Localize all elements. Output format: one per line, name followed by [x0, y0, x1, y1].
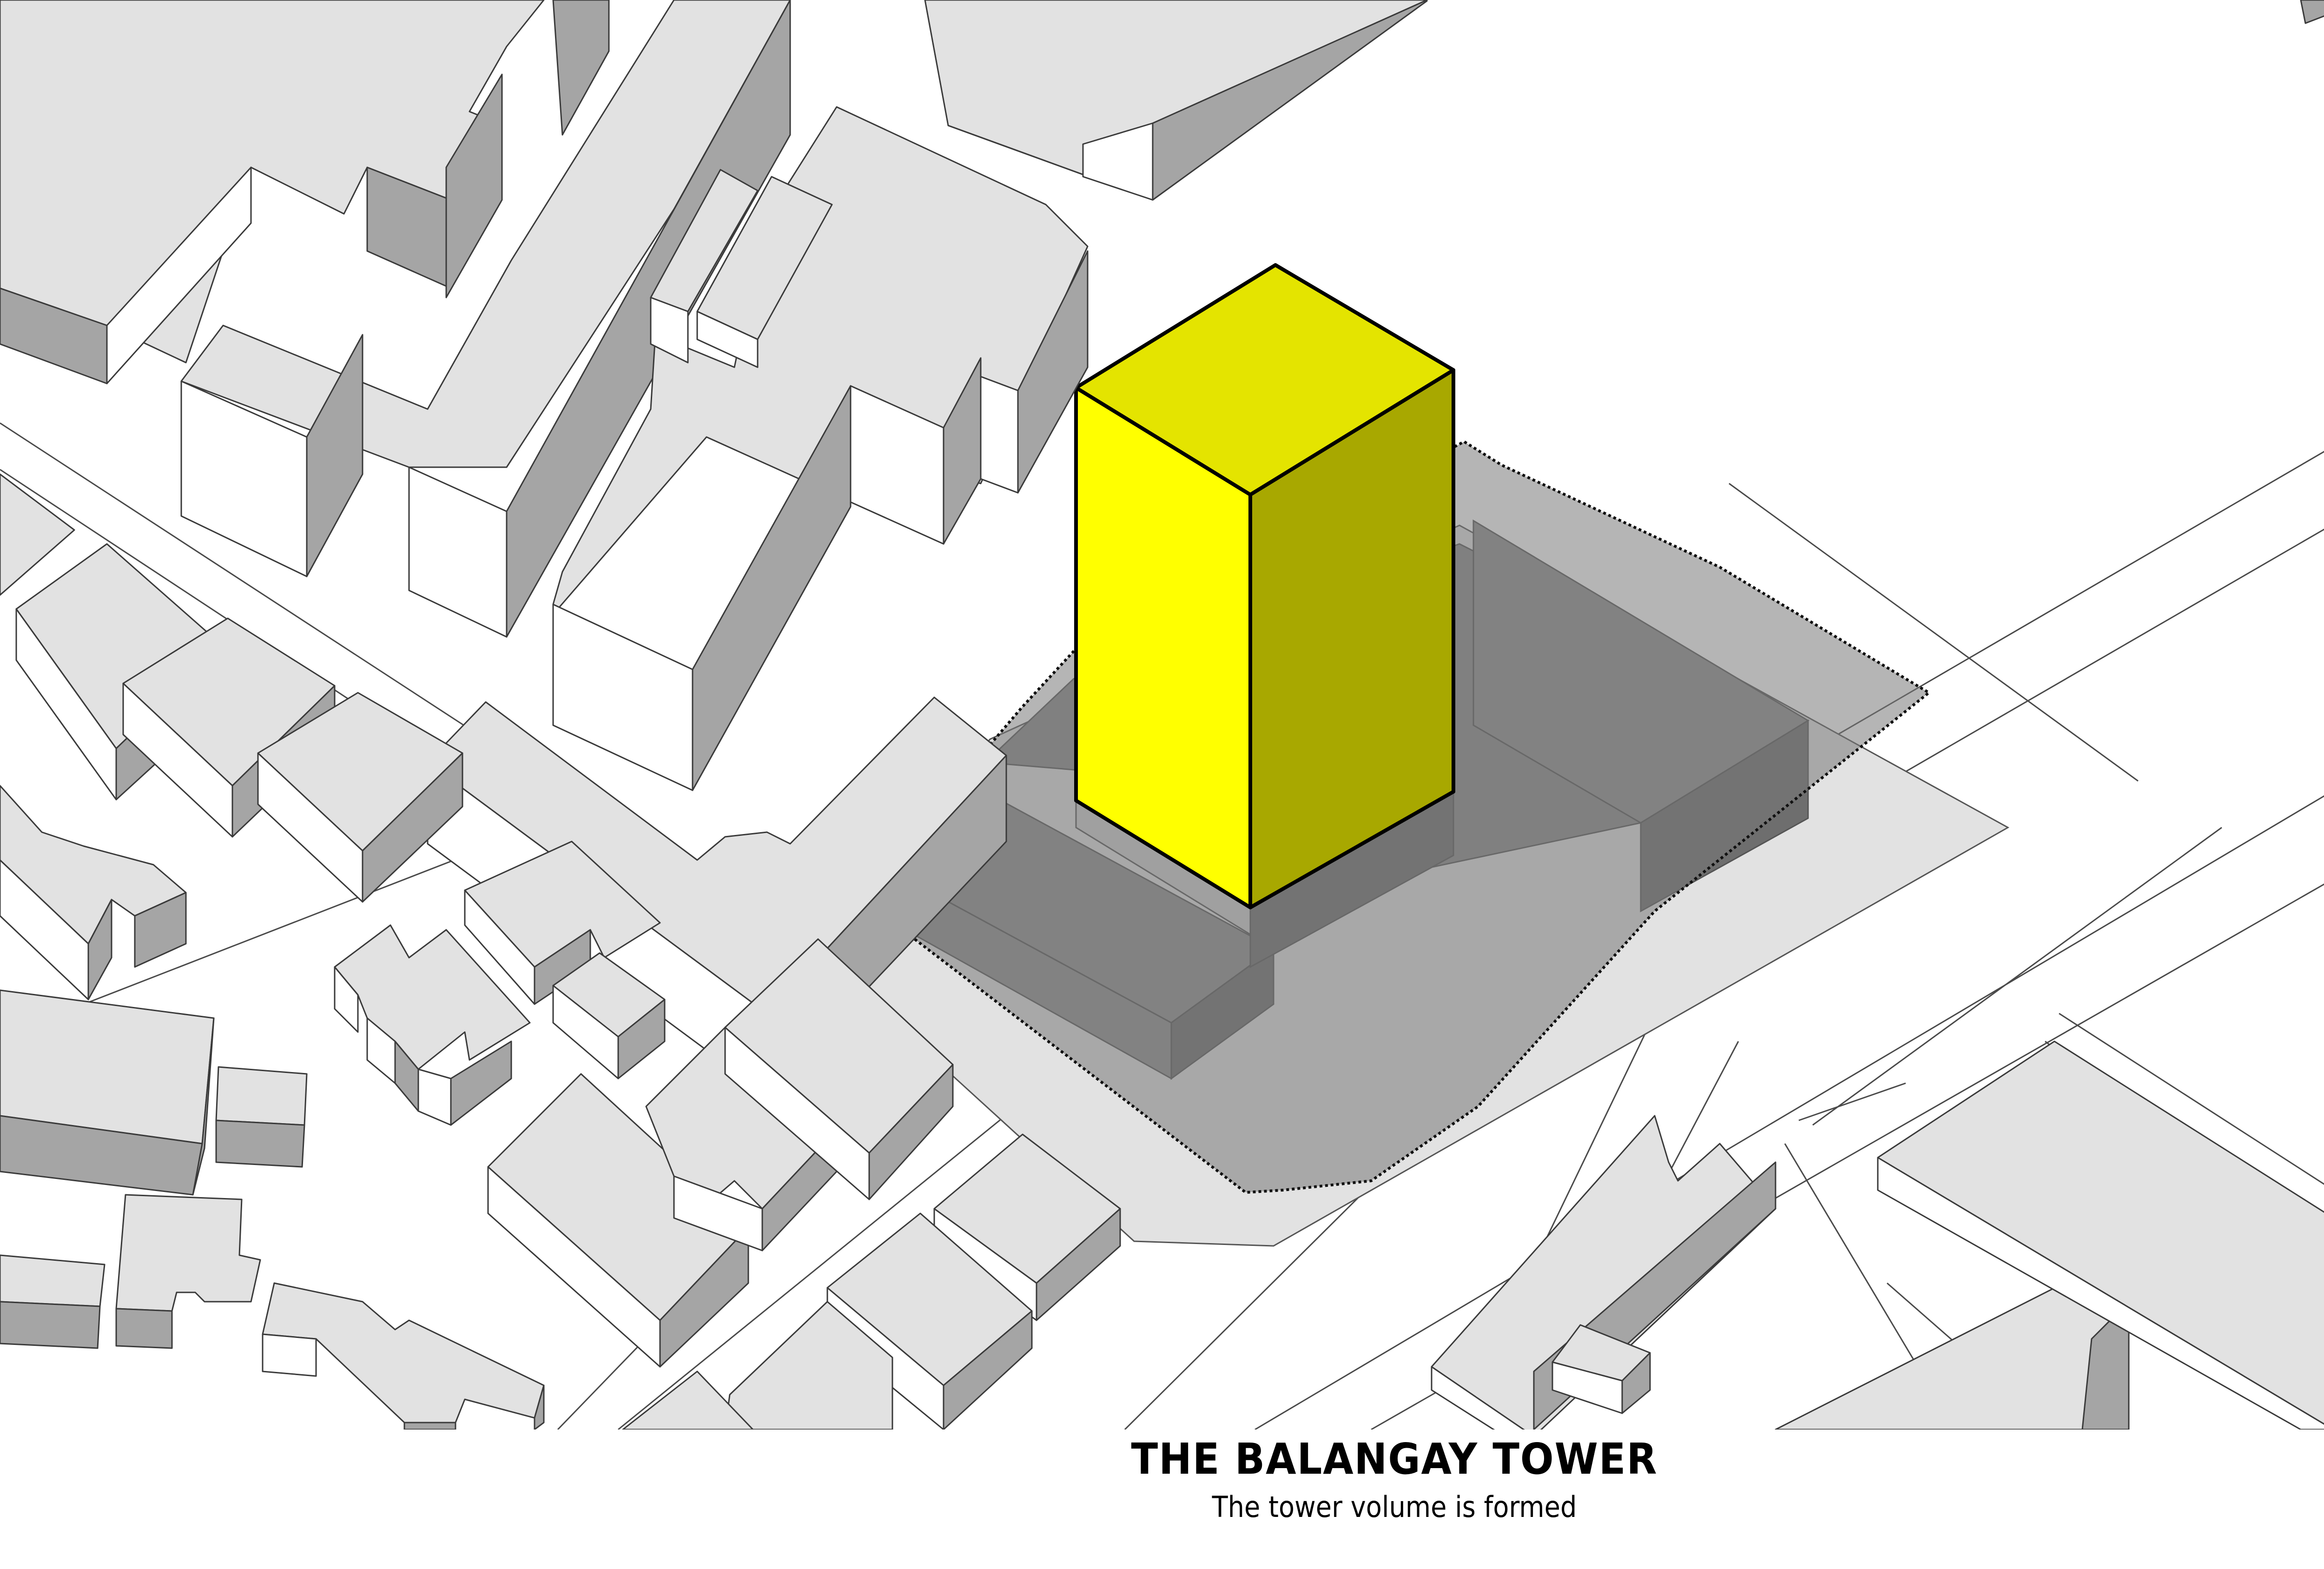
context-buildings-west: [0, 473, 463, 1000]
context-buildings-south: [487, 938, 1121, 1430]
context-building-north: [924, 0, 1428, 201]
balangay-tower: [1074, 263, 1455, 909]
context-buildings-southeast: [1431, 1040, 2324, 1430]
context-buildings-central-west: [334, 841, 666, 1126]
context-building-northeast: [2300, 0, 2324, 24]
context-buildings-southwest: [0, 989, 545, 1430]
diagram-subtitle: The tower volume is formed: [1212, 1490, 1577, 1524]
isometric-site-diagram: [0, 0, 2324, 1430]
diagram-title: THE BALANGAY TOWER: [1131, 1434, 1658, 1484]
